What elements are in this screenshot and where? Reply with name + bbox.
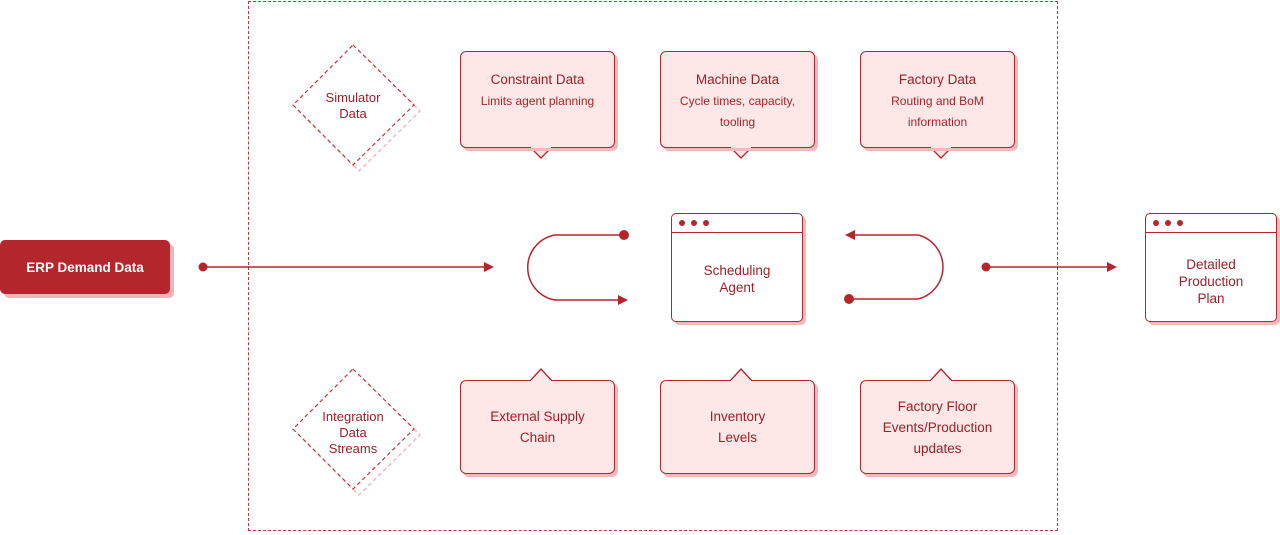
window-titlebar xyxy=(672,214,802,233)
simulator-diamond xyxy=(292,44,422,173)
plan-label-line3: Plan xyxy=(1197,291,1225,306)
machine-data-box[interactable]: Machine Data Cycle times, capacity, tool… xyxy=(660,51,815,148)
external-supply-line1: External Supply xyxy=(490,409,585,424)
external-supply-line2: Chain xyxy=(519,430,556,445)
constraint-data-title: Constraint Data xyxy=(490,72,585,87)
factory-data-box[interactable]: Factory Data Routing and BoM information xyxy=(860,51,1015,148)
detailed-production-plan-node[interactable]: Detailed Production Plan xyxy=(1145,213,1277,322)
tail-seam xyxy=(731,380,751,383)
window-dot-icon xyxy=(703,220,709,226)
window-titlebar xyxy=(1146,214,1276,233)
machine-data-desc: Cycle times, capacity, tooling xyxy=(661,91,814,133)
machine-desc-line2: tooling xyxy=(719,115,756,129)
plan-label-line1: Detailed xyxy=(1186,257,1236,272)
window-dot-icon xyxy=(679,220,685,226)
scheduling-agent-node[interactable]: Scheduling Agent xyxy=(671,213,803,322)
left-feedback-loop xyxy=(526,230,629,305)
integration-label-line3: Streams xyxy=(328,441,378,456)
integration-label-line2: Data xyxy=(339,425,367,440)
system-boundary xyxy=(248,1,1058,531)
integration-diamond xyxy=(292,368,422,497)
factory-desc-line1: Routing and BoM xyxy=(891,94,984,108)
factory-floor-line2: Events/Production xyxy=(882,419,993,435)
factory-data-desc: Routing and BoM information xyxy=(861,91,1014,133)
external-supply-chain-box[interactable]: External Supply Chain xyxy=(460,380,615,474)
simulator-data-label: Simulator Data xyxy=(303,90,403,122)
output-arrow xyxy=(981,262,1117,272)
window-dot-icon xyxy=(1165,220,1171,226)
machine-desc-line1: Cycle times, capacity, xyxy=(679,94,796,108)
constraint-desc-line1: Limits agent planning xyxy=(480,94,595,108)
right-feedback-loop xyxy=(844,230,944,304)
inventory-line2: Levels xyxy=(717,430,758,445)
tail-seam xyxy=(531,380,551,383)
erp-demand-data-node[interactable]: ERP Demand Data xyxy=(0,240,170,294)
machine-data-title: Machine Data xyxy=(695,72,780,87)
tail-seam xyxy=(731,145,751,148)
tail-seam xyxy=(931,145,951,148)
erp-input-arrow xyxy=(198,262,494,272)
tail-seam xyxy=(531,145,551,148)
scheduling-agent-label: Scheduling Agent xyxy=(672,262,802,296)
integration-label-line1: Integration xyxy=(322,409,384,424)
simulator-label-line2: Data xyxy=(339,106,367,121)
constraint-data-box[interactable]: Constraint Data Limits agent planning xyxy=(460,51,615,148)
window-dot-icon xyxy=(691,220,697,226)
factory-floor-events-box[interactable]: Factory Floor Events/Production updates xyxy=(860,380,1015,474)
integration-data-streams-label: Integration Data Streams xyxy=(303,409,403,457)
erp-demand-data-label: ERP Demand Data xyxy=(26,259,144,275)
inventory-levels-box[interactable]: Inventory Levels xyxy=(660,380,815,474)
factory-floor-line1: Factory Floor xyxy=(897,398,978,414)
top-box-tails xyxy=(529,146,953,159)
inventory-line1: Inventory xyxy=(709,409,766,424)
production-plan-label: Detailed Production Plan xyxy=(1146,256,1276,307)
agent-label-line2: Agent xyxy=(719,280,755,295)
factory-floor-line3: updates xyxy=(913,440,962,456)
plan-label-line2: Production xyxy=(1178,274,1244,289)
tail-seam xyxy=(931,380,951,383)
simulator-label-line1: Simulator xyxy=(325,90,381,105)
agent-label-line1: Scheduling xyxy=(703,263,771,278)
factory-data-title: Factory Data xyxy=(898,72,977,87)
window-dot-icon xyxy=(1177,220,1183,226)
window-dot-icon xyxy=(1153,220,1159,226)
factory-desc-line2: information xyxy=(907,115,968,129)
constraint-data-desc: Limits agent planning xyxy=(461,91,614,112)
